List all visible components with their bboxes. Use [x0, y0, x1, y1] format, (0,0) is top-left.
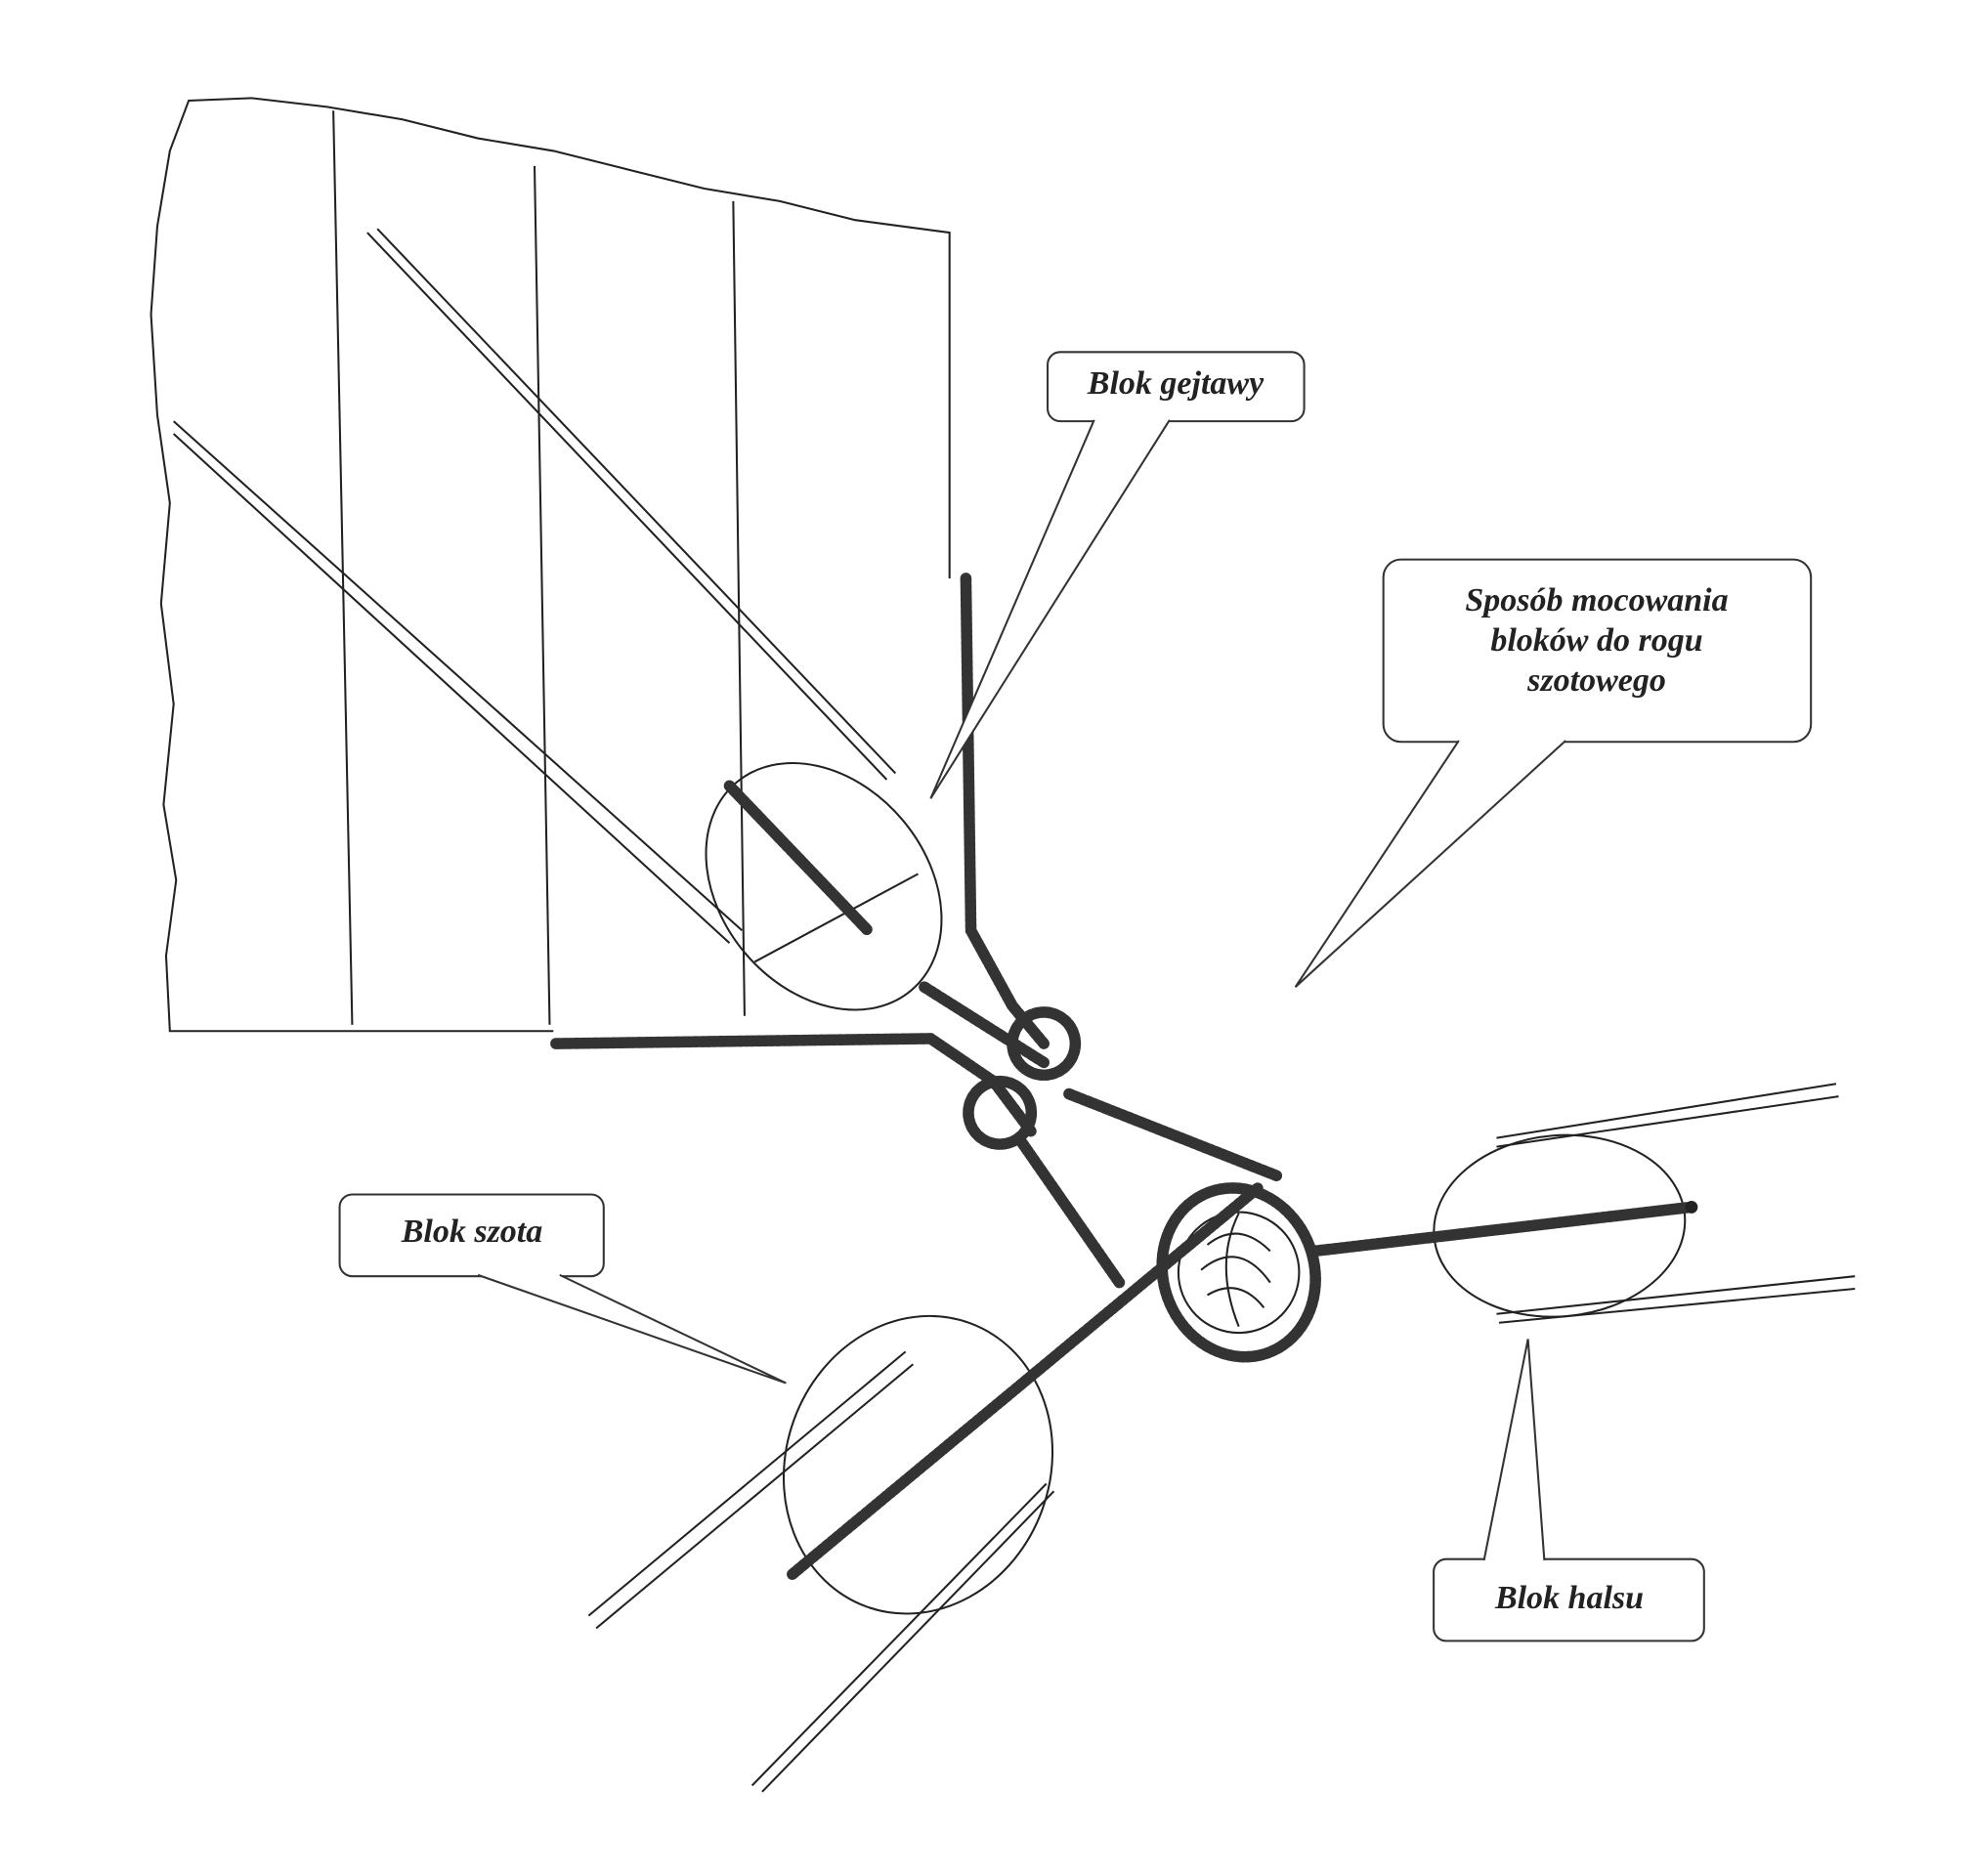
label-blok-halsu: Blok halsu	[1494, 1580, 1645, 1616]
block-szota	[587, 1182, 1264, 1793]
block-halsu	[1308, 1083, 1856, 1324]
label-line: szotowego	[1527, 662, 1666, 699]
clew-ring	[963, 1075, 1038, 1150]
foot-tape	[550, 1033, 1038, 1137]
leech-tape	[960, 573, 1050, 1049]
label-line: bloków do rogu	[1490, 622, 1703, 659]
sail-outline	[150, 97, 951, 1033]
label-line: Sposób mocowania	[1465, 582, 1729, 618]
callout-gejtawy	[929, 351, 1306, 799]
label-sposob-mocowania: Sposób mocowania bloków do rogu szotoweg…	[1384, 580, 1810, 701]
label-blok-szota: Blok szota	[401, 1214, 543, 1250]
label-blok-gejtawy: Blok gejtawy	[1087, 365, 1265, 402]
knot-ring	[1012, 1087, 1321, 1363]
callout-halsu	[1433, 1339, 1705, 1642]
block-gejtawy	[172, 228, 1050, 1069]
callout-szota	[338, 1193, 787, 1385]
clew-ring	[1007, 1006, 1082, 1082]
callout-sposob	[1294, 558, 1813, 988]
